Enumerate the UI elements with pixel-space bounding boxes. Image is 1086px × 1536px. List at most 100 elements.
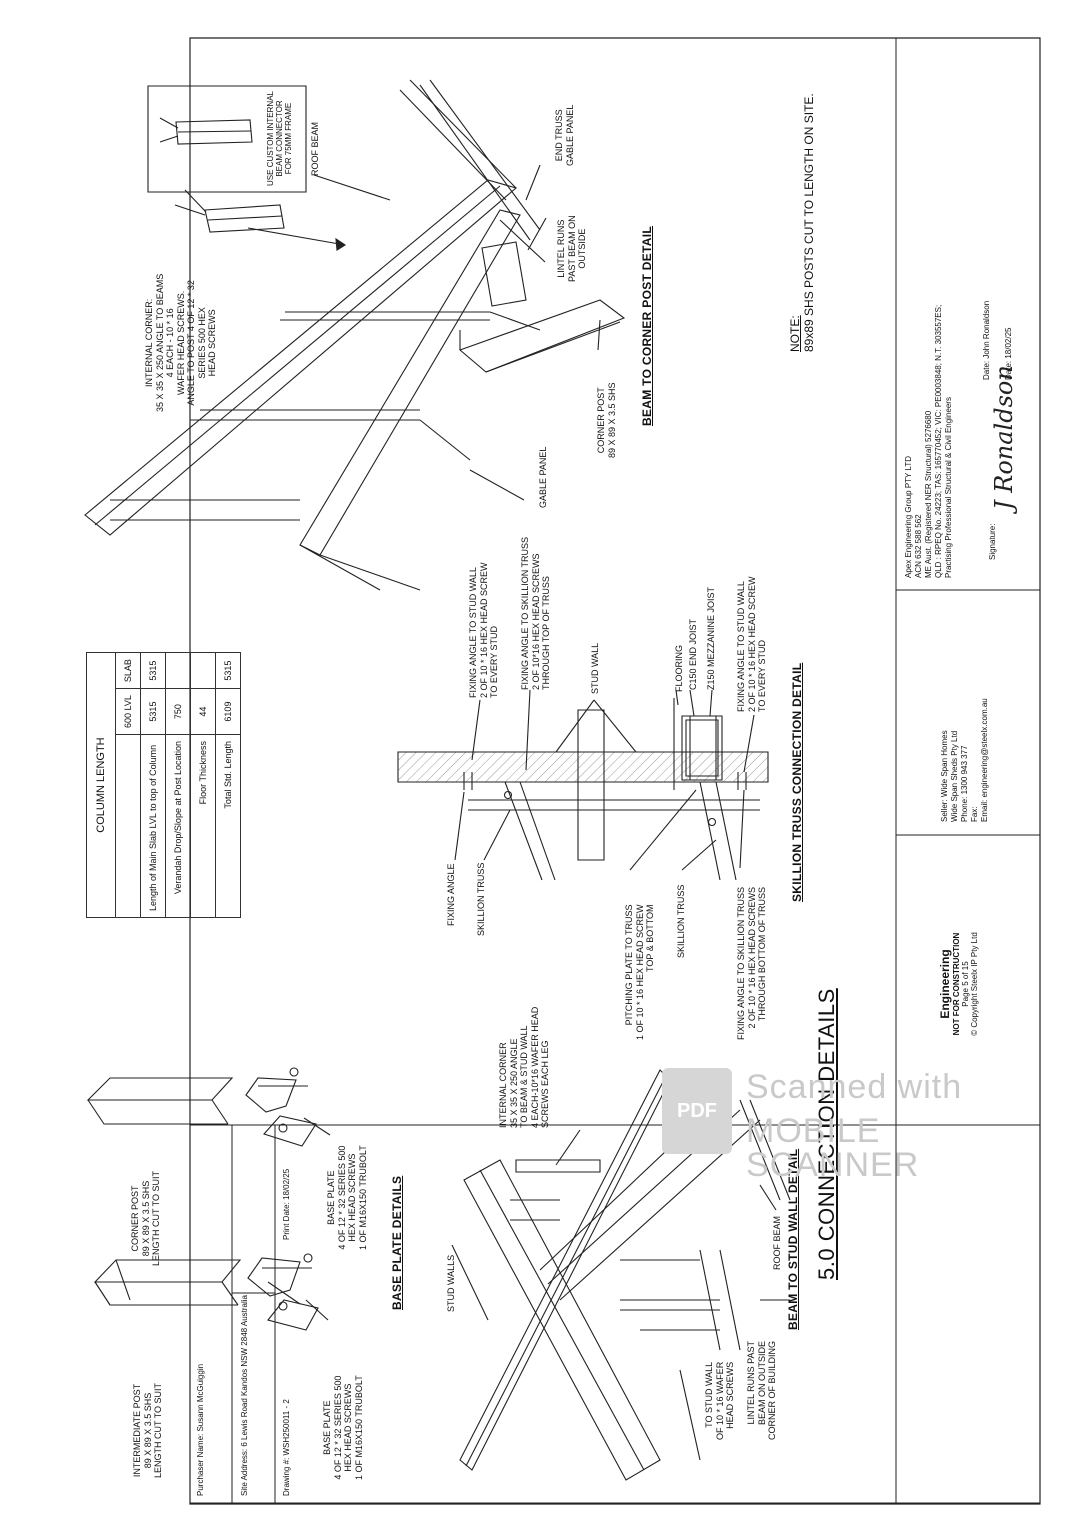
roof-beam-label: ROOF BEAM xyxy=(310,121,320,176)
leader xyxy=(744,715,754,772)
seller-block: Seller: Wide Span Homes Wide Span Sheds … xyxy=(940,698,989,822)
leader xyxy=(690,690,694,716)
table-cell: 750 xyxy=(165,688,191,735)
leader xyxy=(526,165,540,200)
leader xyxy=(630,790,696,870)
base-plate-right-label: BASE PLATE 4 of 12 * 32 SERIES 500 HEX H… xyxy=(326,1145,368,1250)
leader xyxy=(314,175,390,200)
table-cell xyxy=(190,652,216,689)
to-stud-wall-label: TO STUD WALL of 10 * 16 WAFER HEAD SCREW… xyxy=(704,1361,735,1440)
leader xyxy=(472,700,480,760)
leader xyxy=(682,840,716,870)
watermark: PDF Scanned with MOBILE SCANNER xyxy=(662,1068,1022,1182)
stud-wall-roof-beam-label: ROOF BEAM xyxy=(772,1215,782,1270)
fixing-angle-bottom-label: FIXING ANGLE TO STUD WALL 2 of 10 * 16 H… xyxy=(736,576,767,712)
drawing-number-field: Drawing #: WSH250011 - 2 xyxy=(282,1399,291,1496)
pdf-badge-icon: PDF xyxy=(662,1068,732,1154)
table-cell: Length of Main Slab LVL to top of Column xyxy=(140,734,166,918)
base-plate-leader xyxy=(306,1300,328,1320)
table-cell: 5315 xyxy=(140,652,166,689)
base-plate-leader xyxy=(304,1118,330,1135)
fixing-angle-truss-top-label: FIXING ANGLE TO SKILLION TRUSS 2 of 10*1… xyxy=(520,536,551,690)
leader xyxy=(740,790,744,868)
fixing-angle-truss-bottom-label: FIXING ANGLE TO SKILLION TRUSS 2 of 10 *… xyxy=(736,886,767,1040)
leader xyxy=(526,690,530,770)
table-row: Floor Thickness 44 xyxy=(190,652,216,918)
column-header: 600 LVL xyxy=(115,688,141,735)
title-block-lines xyxy=(190,38,1040,1504)
table-cell: Verandah Drop/Slope at Post Location xyxy=(165,734,191,918)
stud-wall-internal-corner-label: INTERNAL CORNER 35 x 35 x 250 ANGLE TO B… xyxy=(498,1006,550,1128)
skillion-detail-title: SKILLION TRUSS CONNECTION DETAIL xyxy=(790,662,804,902)
leader xyxy=(676,690,678,705)
stud-walls-label: STUD WALLS xyxy=(446,1254,456,1312)
column-length-table: COLUMN LENGTH 600 LVL SLAB Length of Mai… xyxy=(86,652,241,918)
corner-post-drawing xyxy=(88,1078,232,1124)
copyright-text: © Copyright Steelx IP Pty Ltd xyxy=(970,932,979,1036)
engineer-block: Apex Engineering Group PTY LTD ACN 632 5… xyxy=(904,304,953,578)
internal-corner-label: INTERNAL CORNER: 35 x 35 x 250 ANGLE TO … xyxy=(144,273,217,412)
signature-mark: J Ronaldson xyxy=(990,365,1018,510)
skillion-detail-drawing xyxy=(398,698,768,880)
not-for-construction: NOT FOR CONSTRUCTION xyxy=(952,932,961,1036)
table-cell: 6109 xyxy=(215,688,241,735)
engineering-heading: Engineering xyxy=(938,949,952,1019)
column-header xyxy=(115,734,141,918)
gable-panel-label: GABLE PANEL xyxy=(538,446,548,508)
note-text: 89x89 SHS POSTS CUT TO LENGTH ON SITE. xyxy=(802,93,816,352)
corner-post-label: CORNER POST 89 x 89 x 3.5 SHS Length Cut… xyxy=(130,1170,161,1266)
flooring-label: FLOORING xyxy=(674,644,684,692)
watermark-line2: MOBILE SCANNER xyxy=(746,1112,920,1184)
stud-wall-label: STUD WALL xyxy=(590,642,600,694)
base-plate-left-drawing xyxy=(248,1253,318,1330)
leader xyxy=(760,1185,776,1210)
fixing-angle-top-label: FIXING ANGLE TO STUD WALL 2 of 10 * 16 H… xyxy=(468,562,499,698)
end-joist-label: C150 END JOIST xyxy=(688,618,698,690)
purchaser-field: Purchaser Name: Susann McGuiggin xyxy=(196,1363,205,1496)
base-plate-right-drawing xyxy=(246,1067,316,1146)
leader xyxy=(598,320,600,350)
table-cell: 44 xyxy=(190,688,216,735)
corner-post-detail-drawing xyxy=(85,80,624,590)
leader xyxy=(470,470,524,500)
site-address-field: Site Address: 6 Lewis Road Kandos NSW 28… xyxy=(240,1295,249,1496)
fixing-angle-label: FIXING ANGLE xyxy=(446,863,456,926)
engineering-block: Engineering NOT FOR CONSTRUCTION Page 5 … xyxy=(938,904,979,1064)
table-row: Verandah Drop/Slope at Post Location 750 xyxy=(165,652,191,918)
sheet-border xyxy=(190,38,1040,1504)
table-cell: Total Std. Length xyxy=(215,734,241,918)
base-plate-title: BASE PLATE DETAILS xyxy=(390,1175,404,1310)
column-header: SLAB xyxy=(115,652,141,689)
print-date-field: Print Date: 18/02/25 xyxy=(282,1168,291,1240)
table-cell: 5315 xyxy=(140,688,166,735)
date-value-field: Date: 18/02/25 xyxy=(1004,327,1013,380)
base-plate-left-label: BASE PLATE 4 of 12 * 32 SERIES 500 HEX H… xyxy=(322,1375,364,1480)
corner-post-size-label: CORNER POST 89 x 89 x 3.5 SHS xyxy=(596,382,617,458)
table-cell: 5315 xyxy=(215,652,241,689)
table-cell xyxy=(165,652,191,689)
page-number: Page 5 of 15 xyxy=(961,961,970,1007)
watermark-line1: Scanned with xyxy=(746,1068,963,1106)
leader xyxy=(594,700,636,752)
skillion-truss-label-2: SKILLION TRUSS xyxy=(676,884,686,958)
mezzanine-joist-label: Z150 MEZZANINE JOIST xyxy=(706,586,716,690)
custom-connector-label: USE CUSTOM INTERNAL BEAM CONNECTOR FOR 7… xyxy=(266,91,293,186)
leader xyxy=(556,1130,580,1165)
note-block: NOTE: 89x89 SHS POSTS CUT TO LENGTH ON S… xyxy=(788,93,816,352)
signature-label: Signature: xyxy=(988,523,997,560)
pitching-plate-label: PITCHING PLATE TO TRUSS 1 of 10 * 16 HEX… xyxy=(624,904,655,1040)
end-truss-label: END TRUSS GABLE PANEL xyxy=(554,104,575,166)
table-row: Total Std. Length 6109 5315 xyxy=(215,652,241,918)
table-row: Length of Main Slab LVL to top of Column… xyxy=(140,652,166,918)
column-length-title: COLUMN LENGTH xyxy=(86,652,116,918)
leader xyxy=(452,1245,488,1320)
leader xyxy=(484,810,510,860)
leader xyxy=(710,690,712,716)
skillion-truss-label: SKILLION TRUSS xyxy=(476,862,486,936)
leader xyxy=(528,218,546,250)
table-cell: Floor Thickness xyxy=(190,734,216,918)
leader xyxy=(455,792,464,860)
corner-post-detail-title: BEAM TO CORNER POST DETAIL xyxy=(640,225,654,426)
